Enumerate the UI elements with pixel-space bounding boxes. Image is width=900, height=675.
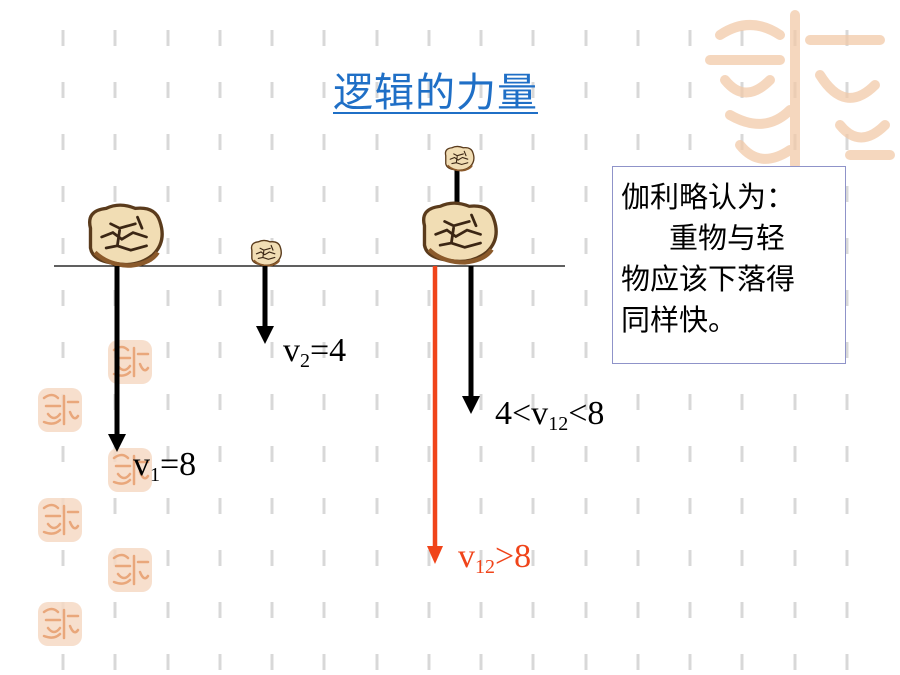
label-v2: v2=4 bbox=[283, 332, 347, 372]
textbox-line-3: 物应该下落得 bbox=[621, 262, 796, 296]
arrow-v2 bbox=[256, 266, 274, 344]
rock-icon bbox=[90, 205, 162, 266]
textbox-line-2: 重物与轻 bbox=[669, 221, 786, 255]
label-v1: v1=8 bbox=[133, 446, 197, 486]
rock-icon bbox=[424, 203, 496, 262]
galileo-textbox: 伽利略认为： 重物与轻 物应该下落得 同样快。 bbox=[612, 166, 846, 364]
corner-seal-icon bbox=[705, 10, 895, 170]
arrow-v12-range bbox=[462, 266, 480, 414]
label-v12-range: 4<v12<8 bbox=[495, 395, 605, 435]
textbox-line-1: 伽利略认为： bbox=[621, 180, 796, 214]
arrow-v12-red bbox=[427, 266, 443, 564]
textbox-line-4: 同样快。 bbox=[621, 303, 738, 337]
arrow-v1 bbox=[108, 266, 126, 452]
label-v12-greater: v12>8 bbox=[458, 538, 532, 578]
rock-icon bbox=[250, 239, 283, 267]
rock-icon bbox=[444, 145, 475, 172]
page-title: 逻辑的力量 bbox=[333, 70, 538, 116]
